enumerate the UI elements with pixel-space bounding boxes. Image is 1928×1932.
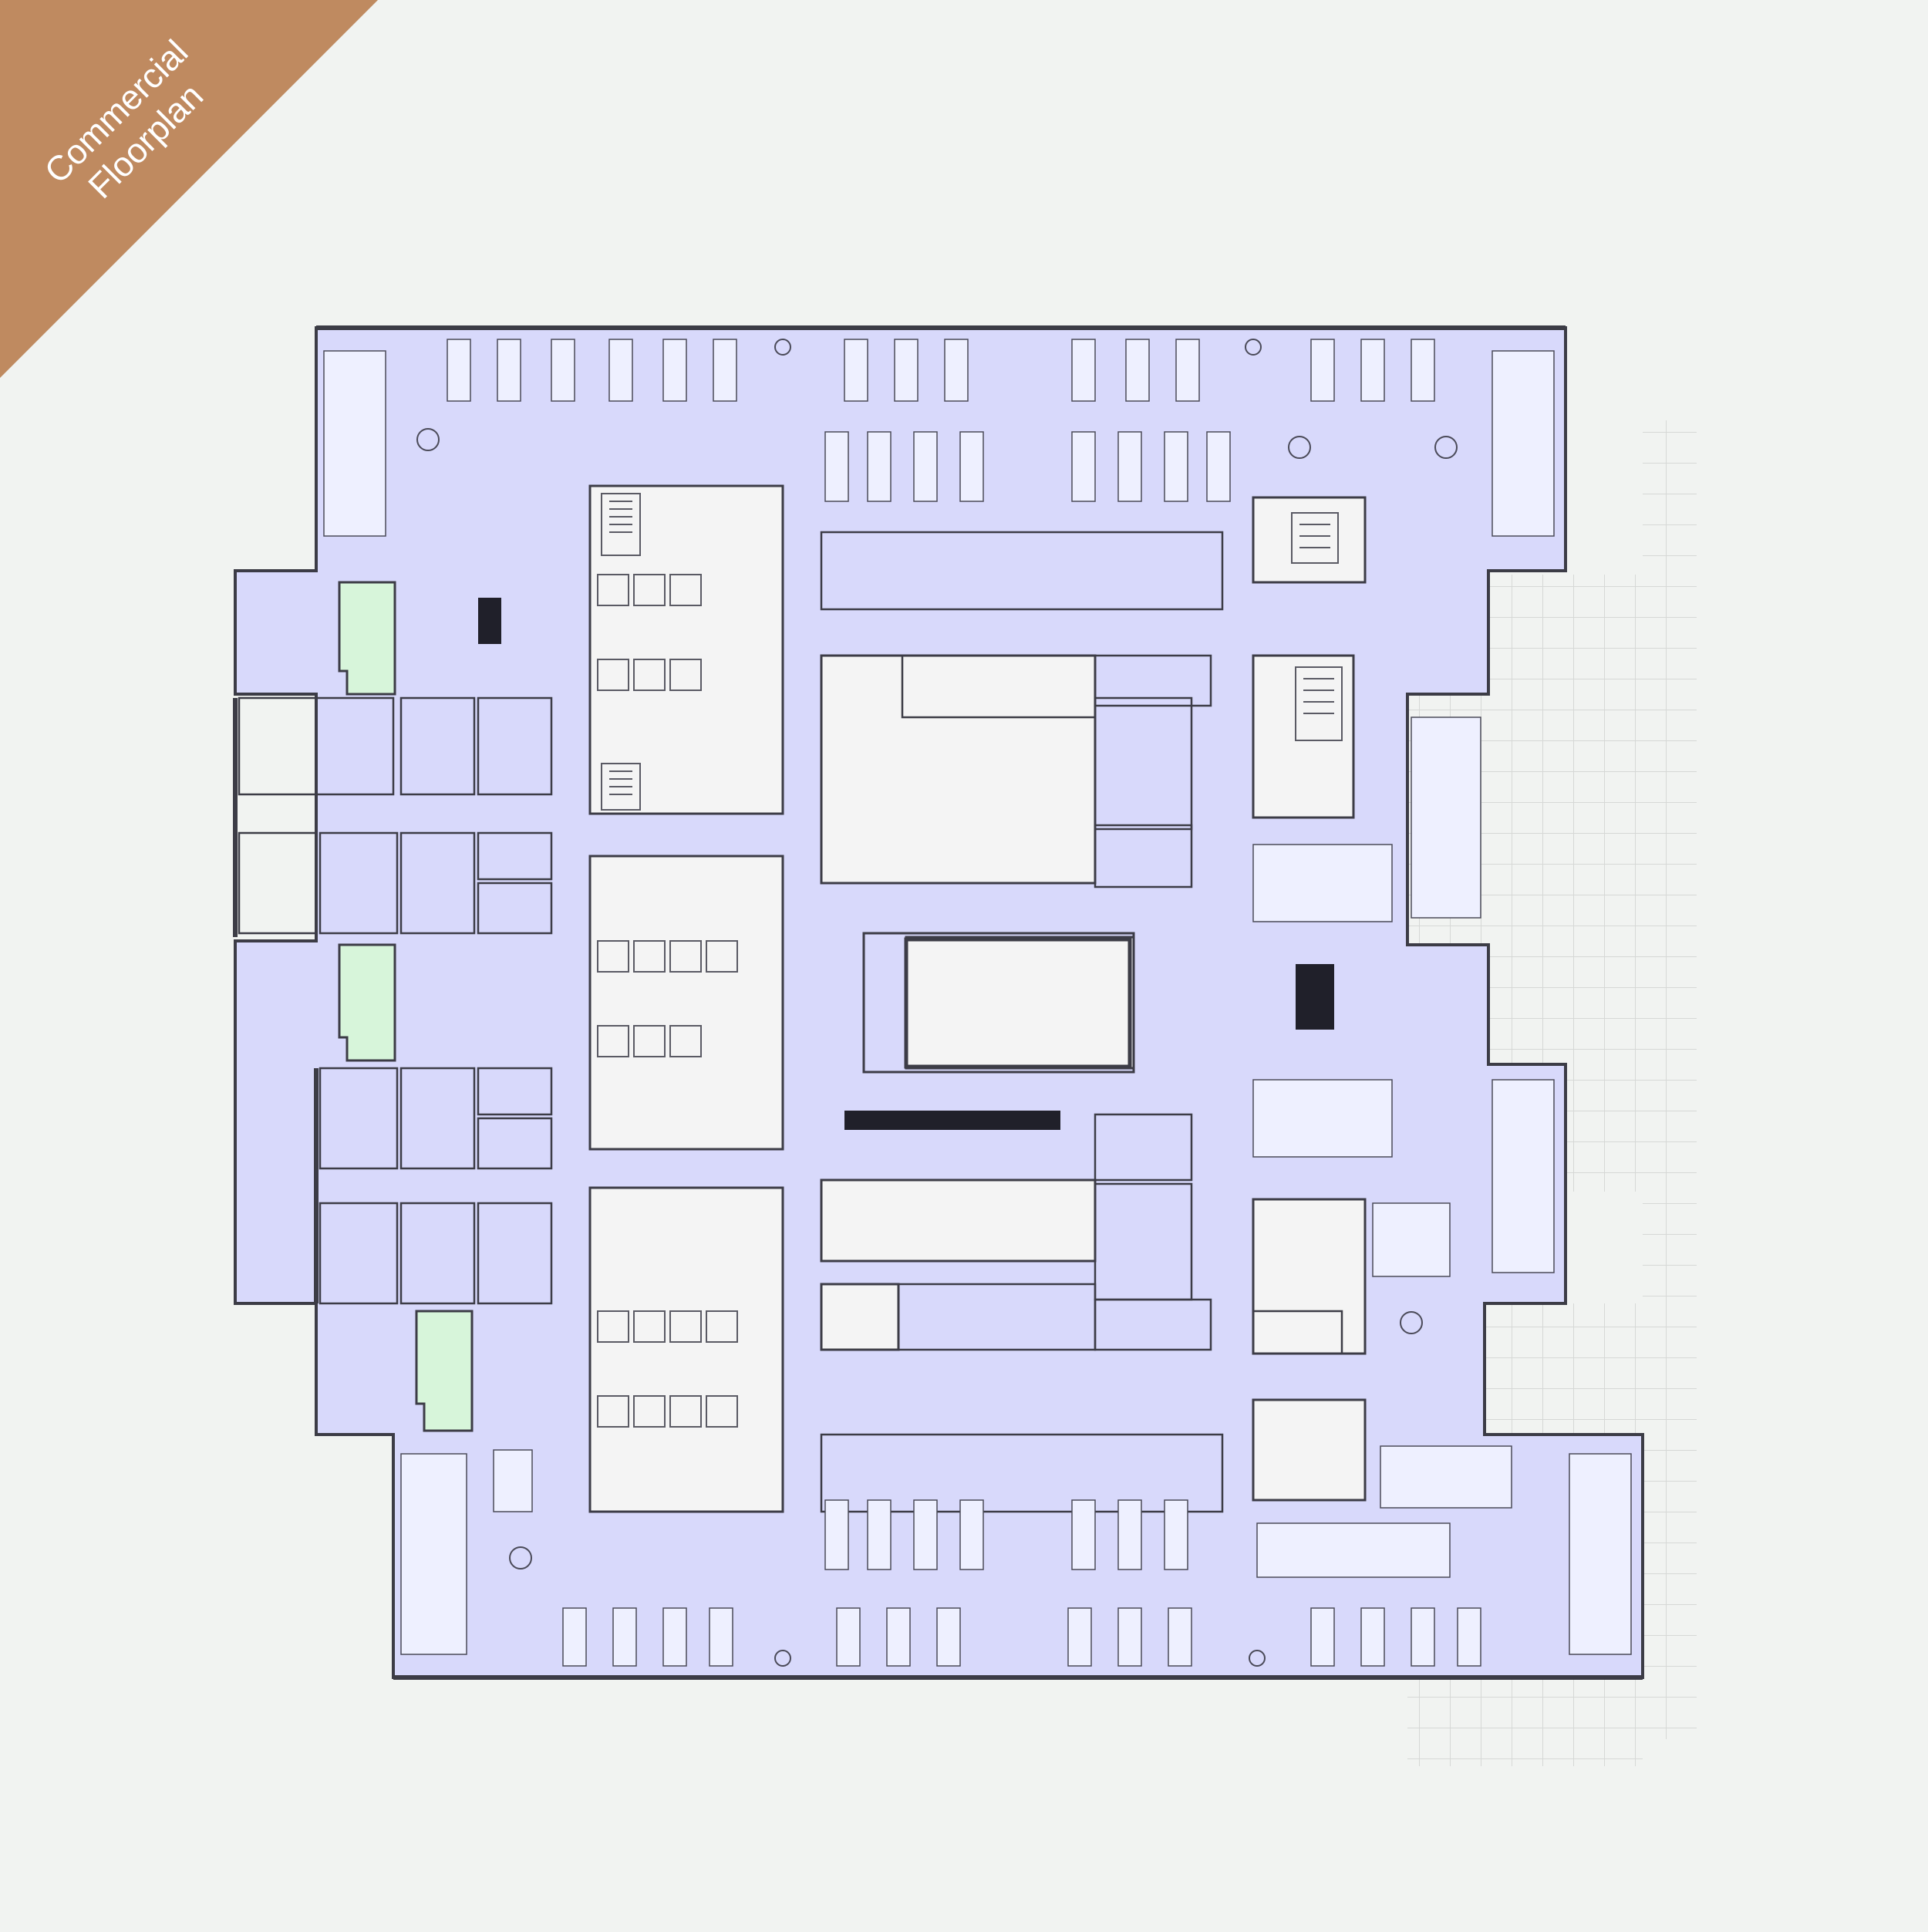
- service-cores: [588, 484, 1367, 1513]
- terraces: [338, 581, 474, 1432]
- atrium: [862, 932, 1135, 1074]
- meeting-rooms: [238, 531, 1343, 1513]
- window-mullions: [233, 325, 1643, 1680]
- corner-banner: [0, 0, 378, 378]
- workstations-bottom: [562, 1499, 1481, 1667]
- workstation-clusters: [323, 350, 1632, 1655]
- round-tables: [416, 339, 1458, 1667]
- core-details: [597, 493, 1343, 1428]
- workstations-top: [447, 339, 1435, 502]
- planters: [478, 598, 1334, 1130]
